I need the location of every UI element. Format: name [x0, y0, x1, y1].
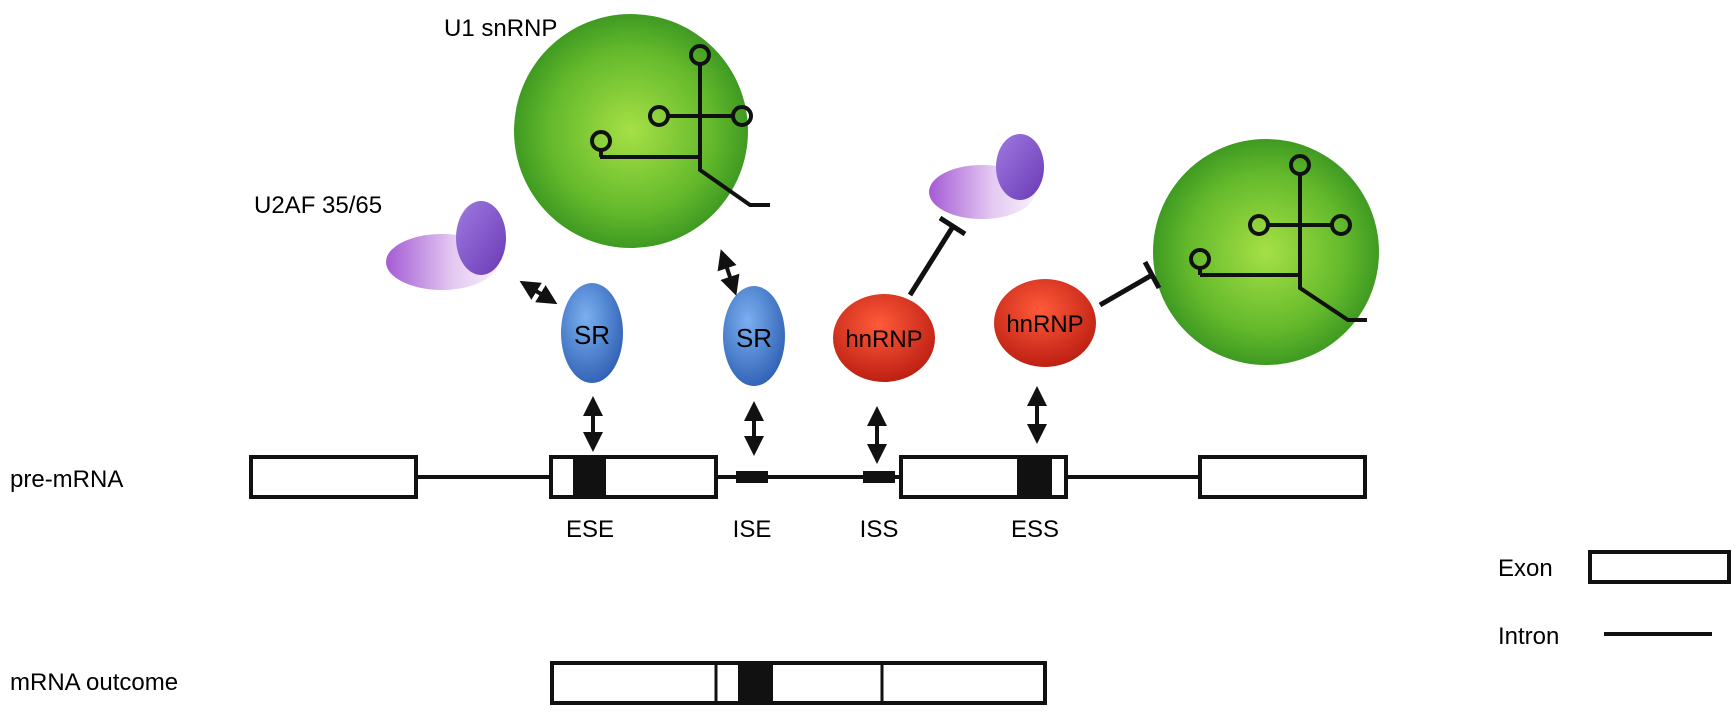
u1-sr-arrow [717, 249, 740, 296]
legend: Exon Intron [1498, 550, 1731, 650]
interaction-arrows [519, 249, 1047, 464]
ise-label: ISE [733, 516, 772, 543]
iss-element [863, 471, 895, 483]
hnrnp-label-2: hnRNP [1006, 311, 1083, 338]
u1-snrnp-label: U1 snRNP [444, 15, 557, 42]
u2af-protein-1 [386, 201, 506, 290]
u2af-sr-arrow [519, 280, 558, 305]
u2af-label: U2AF 35/65 [254, 192, 382, 219]
hnrnp-u1-inhibit-line [1098, 272, 1154, 308]
exon-1 [249, 455, 418, 499]
hnrnp-u2af-inhibit-line [907, 226, 955, 297]
u1-snrna-structure-icon-2 [1189, 154, 1367, 322]
pre-mrna-label: pre-mRNA [10, 466, 123, 493]
mrna-outcome-label: mRNA outcome [10, 669, 178, 696]
u1-snrnp-complex-1 [514, 14, 770, 248]
sr-protein-1: SR [561, 283, 623, 383]
ess-label: ESS [1011, 516, 1059, 543]
u1-snrna-structure-icon [590, 44, 770, 207]
legend-exon-swatch [1588, 550, 1731, 584]
ise-element [736, 471, 768, 483]
ese-retained-element [738, 665, 773, 701]
inhibition-lines [907, 215, 1162, 308]
pre-mrna-track [249, 455, 1367, 499]
ess-element [1017, 459, 1052, 495]
mrna-outcome-track [550, 661, 1047, 705]
hnrnp-u2af-inhibit-bar [938, 215, 967, 237]
hnrnp-u1-inhibit-bar [1142, 260, 1162, 290]
hnrnp-label-1: hnRNP [845, 326, 922, 353]
mrna-outcome-exons [550, 661, 1047, 705]
u2af-protein-2 [929, 134, 1044, 219]
ese-element [573, 459, 606, 495]
u1-snrnp-complex-2 [1153, 139, 1379, 365]
sr-label-2: SR [736, 323, 772, 353]
ese-label: ESE [566, 516, 614, 543]
exon-4 [1198, 455, 1367, 499]
legend-intron-label: Intron [1498, 623, 1559, 650]
hnrnp-protein-1: hnRNP [833, 294, 935, 382]
hnrnp-protein-2: hnRNP [994, 279, 1096, 367]
sr-protein-2: SR [723, 286, 785, 386]
sr-label-1: SR [574, 320, 610, 350]
iss-label: ISS [860, 516, 899, 543]
legend-exon-label: Exon [1498, 555, 1553, 582]
